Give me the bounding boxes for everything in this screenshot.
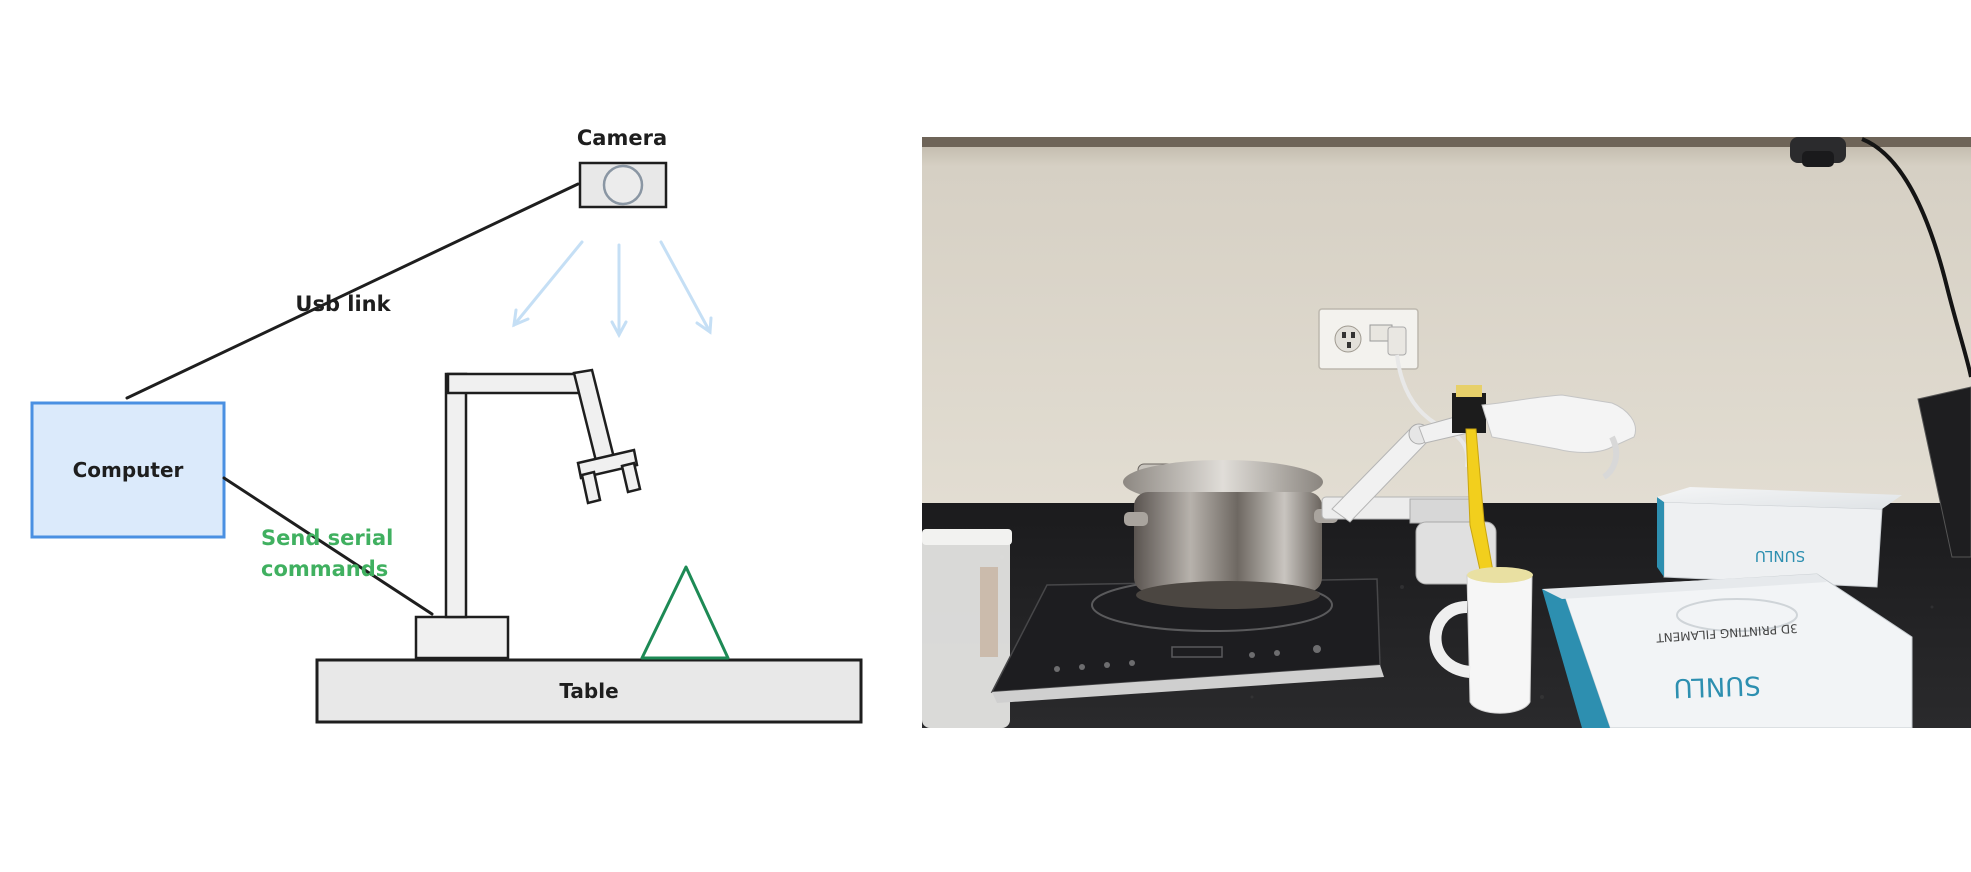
- table-label: Table: [559, 679, 618, 703]
- serial-commands-label: Send serial commands: [261, 526, 401, 581]
- induction-cooktop-icon: [990, 578, 1384, 703]
- serial-label-line2: commands: [261, 557, 388, 581]
- serial-label-line1: Send serial: [261, 526, 393, 550]
- robot-arm-forearm: [572, 368, 616, 463]
- plastic-container-icon: [922, 529, 1012, 728]
- mug-icon: [1429, 567, 1533, 714]
- filament-box-back-icon: SUNLU: [1657, 487, 1902, 588]
- filament-box-back-brand: SUNLU: [1755, 547, 1805, 565]
- cooking-pot-icon: [1123, 460, 1338, 609]
- filament-box-front-brand: SUNLU: [1673, 669, 1761, 702]
- camera-label: Camera: [577, 126, 667, 150]
- webcam-cable: [1861, 137, 1971, 378]
- table-box: Table: [315, 658, 863, 724]
- computer-box: Computer: [30, 401, 226, 539]
- webcam-icon: [1790, 137, 1846, 167]
- robot-arm-column: [444, 372, 468, 619]
- computer-label: Computer: [73, 458, 184, 482]
- usb-link-line: [125, 182, 580, 400]
- serial-link-line: [222, 476, 434, 616]
- filament-box-front-icon: 3D PRINTING FILAMENT SUNLU: [1542, 573, 1913, 728]
- camera-view-arrows: [512, 240, 713, 339]
- setup-diagram: Camera Usb link Computer Send serial com…: [30, 126, 863, 724]
- wall-socket-icon: [1318, 308, 1419, 370]
- setup-photo: SUNLU 3D PRINTING FILAMENT SUNLU: [922, 137, 1971, 728]
- usb-link-label: Usb link: [295, 292, 391, 316]
- robot-arm-base: [414, 615, 510, 660]
- camera-icon: [578, 161, 668, 209]
- robot-arm-icon: [414, 368, 642, 660]
- wall-background: [922, 137, 1971, 503]
- robot-arm-gripper: [576, 448, 642, 505]
- robot-arm-upper: [446, 372, 590, 395]
- target-triangle-icon: [640, 565, 730, 660]
- laptop-edge-icon: [1917, 386, 1971, 558]
